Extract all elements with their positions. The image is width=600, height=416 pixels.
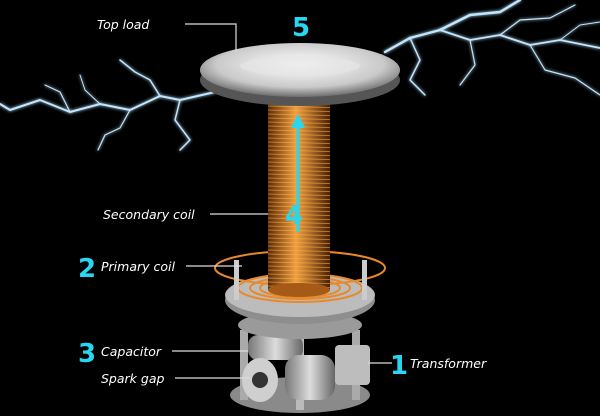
primary-coil-label: Primary coil (101, 259, 175, 274)
base-assembly (214, 250, 386, 413)
coil-winding (267, 105, 331, 108)
spark-gap-part (242, 355, 335, 402)
coil-winding (267, 277, 331, 280)
lightning-right (383, 0, 600, 96)
primary-coil-number: 2 (78, 254, 96, 284)
top-load-number: 5 (292, 13, 310, 43)
coil-winding (267, 257, 331, 260)
coil-winding (267, 273, 331, 276)
coil-winding (267, 261, 331, 264)
top-load-label: Top load (97, 17, 149, 32)
transformer-part (335, 345, 370, 385)
capacitor-number: 3 (78, 339, 96, 369)
coil-winding (267, 237, 331, 240)
coil-winding (267, 241, 331, 244)
coil-winding (267, 113, 331, 116)
coil-winding (267, 253, 331, 256)
capacitor-part (248, 335, 303, 360)
coil-winding (267, 245, 331, 248)
coil-winding (267, 249, 331, 252)
energy-flow-arrow (291, 114, 305, 232)
secondary-coil-label: Secondary coil (103, 207, 195, 222)
coil-winding (267, 269, 331, 272)
coil-winding (267, 109, 331, 112)
top-load-part (200, 43, 400, 106)
coil-winding (267, 281, 331, 284)
secondary-coil-number: 4 (285, 201, 303, 231)
coil-winding (267, 265, 331, 268)
transformer-number: 1 (390, 351, 408, 381)
transformer-label: Transformer (410, 356, 487, 371)
lightning-left (0, 59, 216, 151)
top-load-leader (185, 23, 237, 52)
coil-winding (267, 233, 331, 236)
spark-gap-label: Spark gap (101, 371, 164, 386)
capacitor-label: Capacitor (101, 344, 162, 359)
